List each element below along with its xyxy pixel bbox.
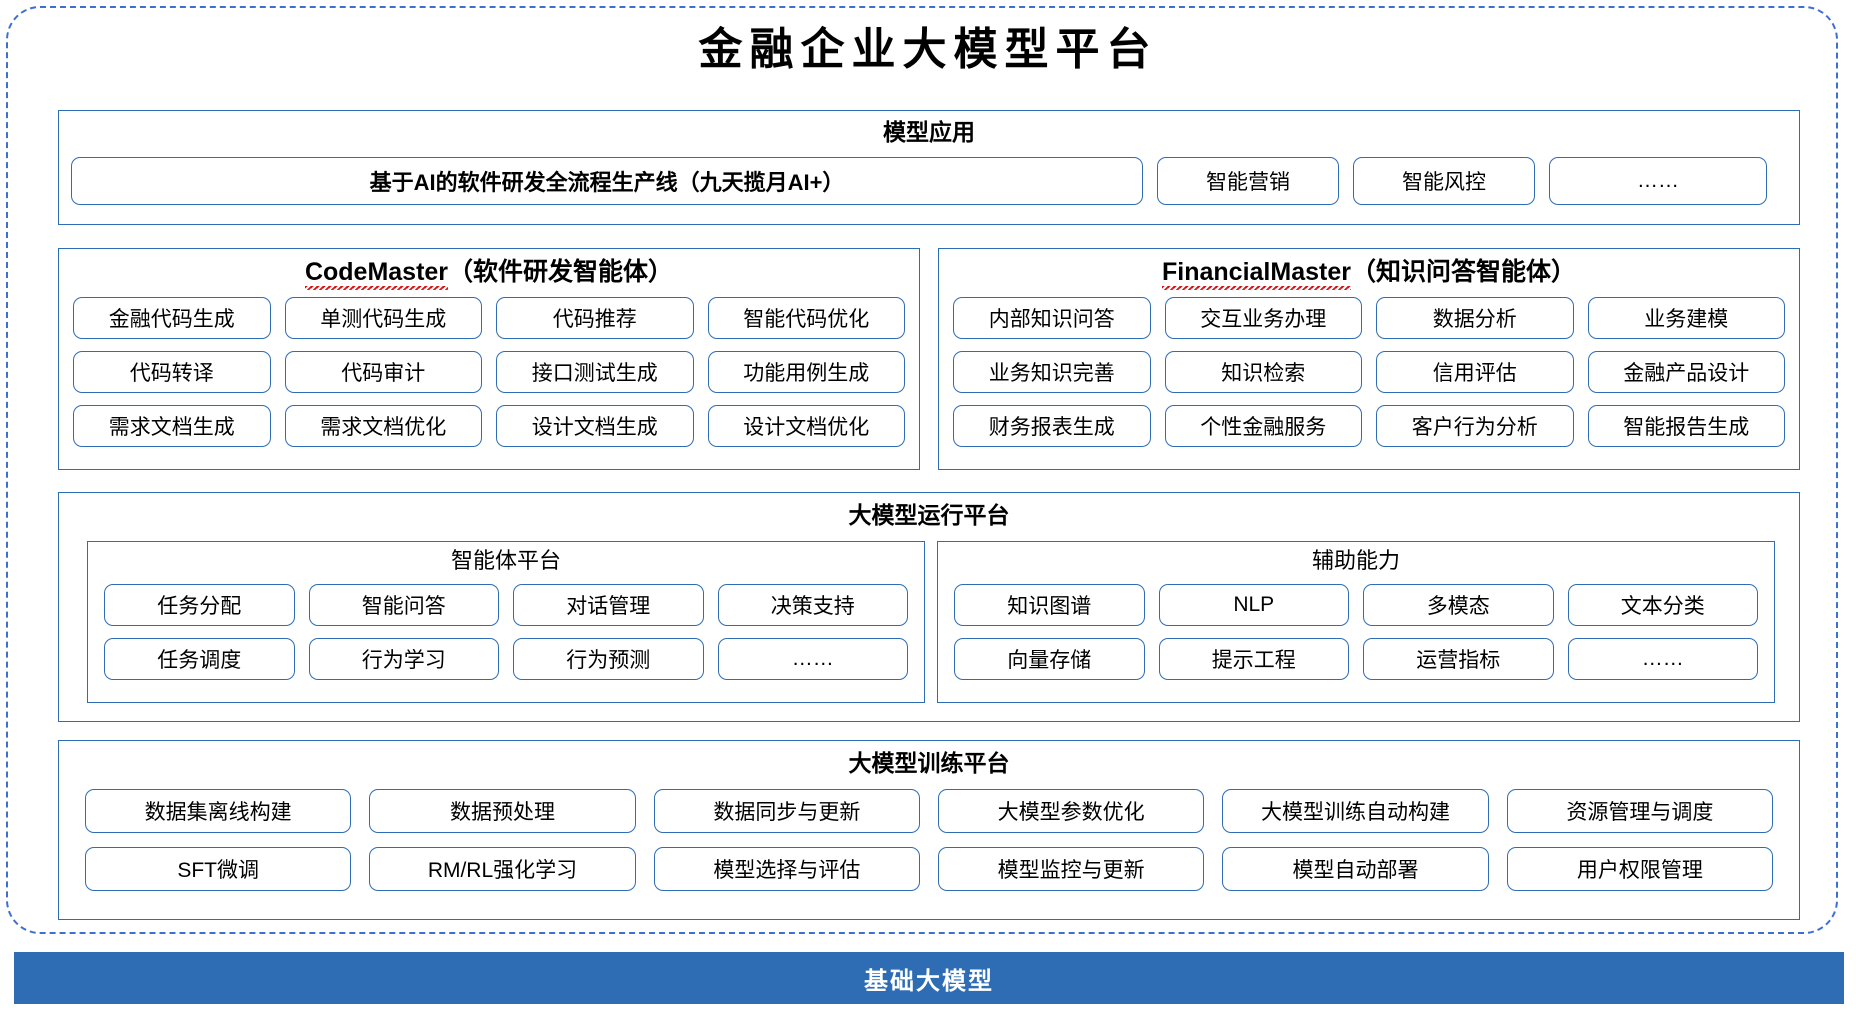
runtime-item[interactable]: NLP	[1158, 584, 1349, 626]
model-application-item-2[interactable]: ……	[1549, 157, 1767, 205]
base-model-bar: 基础大模型	[14, 952, 1844, 1004]
runtime-subpanel-support-capability-items: 知识图谱 NLP 多模态 文本分类 向量存储 提示工程 运营指标 ……	[954, 584, 1758, 680]
training-item[interactable]: SFT微调	[85, 847, 352, 891]
agent-item[interactable]: 知识检索	[1164, 351, 1362, 393]
agent-item[interactable]: 设计文档优化	[707, 405, 905, 447]
runtime-subpanel-support-capability: 辅助能力 知识图谱 NLP 多模态 文本分类 向量存储 提示工程 运营指标 ……	[937, 541, 1775, 703]
model-application-item-1[interactable]: 智能风控	[1353, 157, 1535, 205]
runtime-item[interactable]: 任务分配	[104, 584, 295, 626]
agent-item[interactable]: 设计文档生成	[496, 405, 694, 447]
runtime-item[interactable]: 行为预测	[513, 638, 704, 680]
runtime-platform-panel: 大模型运行平台 智能体平台 任务分配 智能问答 对话管理 决策支持 任务调度 行…	[58, 492, 1800, 722]
agent-item[interactable]: 信用评估	[1376, 351, 1574, 393]
agent-item[interactable]: 交互业务办理	[1164, 297, 1362, 339]
agent-item[interactable]: 代码转译	[73, 351, 271, 393]
training-item[interactable]: 模型选择与评估	[653, 847, 920, 891]
runtime-item[interactable]: 行为学习	[308, 638, 499, 680]
training-item[interactable]: 模型自动部署	[1222, 847, 1489, 891]
agent-item[interactable]: 智能代码优化	[707, 297, 905, 339]
agent-name-cn: （软件研发智能体）	[448, 258, 674, 286]
agent-name-latin: CodeMaster	[304, 255, 449, 290]
runtime-item[interactable]: 文本分类	[1567, 584, 1758, 626]
training-item[interactable]: 模型监控与更新	[938, 847, 1205, 891]
agent-item[interactable]: 代码推荐	[496, 297, 694, 339]
agent-item[interactable]: 个性金融服务	[1164, 405, 1362, 447]
agent-item[interactable]: 数据分析	[1376, 297, 1574, 339]
agent-panel-financialmaster: FinancialMaster（知识问答智能体） 内部知识问答 交互业务办理 数…	[938, 248, 1800, 470]
runtime-item[interactable]: 知识图谱	[954, 584, 1145, 626]
agent-panel-codemaster: CodeMaster（软件研发智能体） 金融代码生成 单测代码生成 代码推荐 智…	[58, 248, 920, 470]
training-platform-panel: 大模型训练平台 数据集离线构建 数据预处理 数据同步与更新 大模型参数优化 大模…	[58, 740, 1800, 920]
runtime-subpanel-support-capability-heading: 辅助能力	[1311, 548, 1400, 573]
training-item[interactable]: 数据同步与更新	[653, 789, 920, 833]
agent-item[interactable]: 代码审计	[284, 351, 482, 393]
base-model-label: 基础大模型	[864, 967, 994, 995]
agent-panel-financialmaster-items: 内部知识问答 交互业务办理 数据分析 业务建模 业务知识完善 知识检索 信用评估…	[953, 297, 1785, 447]
agent-item[interactable]: 内部知识问答	[953, 297, 1151, 339]
runtime-item[interactable]: 运营指标	[1363, 638, 1554, 680]
agent-item[interactable]: 接口测试生成	[496, 351, 694, 393]
agent-panel-codemaster-items: 金融代码生成 单测代码生成 代码推荐 智能代码优化 代码转译 代码审计 接口测试…	[73, 297, 905, 447]
page-title: 金融企业大模型平台	[698, 24, 1158, 75]
runtime-item[interactable]: 多模态	[1363, 584, 1554, 626]
training-platform-items: 数据集离线构建 数据预处理 数据同步与更新 大模型参数优化 大模型训练自动构建 …	[85, 789, 1773, 891]
runtime-subpanel-agent-platform-heading: 智能体平台	[450, 548, 561, 573]
agent-item[interactable]: 需求文档生成	[73, 405, 271, 447]
agent-panel-codemaster-heading: CodeMaster（软件研发智能体）	[59, 255, 919, 290]
agent-item[interactable]: 单测代码生成	[284, 297, 482, 339]
agent-panel-financialmaster-heading: FinancialMaster（知识问答智能体）	[939, 255, 1799, 290]
agent-item[interactable]: 需求文档优化	[284, 405, 482, 447]
model-application-heading: 模型应用	[883, 119, 975, 145]
training-item[interactable]: 数据集离线构建	[85, 789, 352, 833]
model-application-item-0[interactable]: 智能营销	[1157, 157, 1339, 205]
agent-item[interactable]: 业务知识完善	[953, 351, 1151, 393]
training-item[interactable]: 数据预处理	[369, 789, 636, 833]
agent-item[interactable]: 金融产品设计	[1587, 351, 1785, 393]
training-item[interactable]: 用户权限管理	[1506, 847, 1773, 891]
training-platform-heading: 大模型训练平台	[848, 750, 1010, 776]
model-application-panel: 模型应用 基于AI的软件研发全流程生产线（九天揽月AI+） 智能营销 智能风控 …	[58, 110, 1800, 225]
runtime-item[interactable]: ……	[717, 638, 908, 680]
agent-item[interactable]: 智能报告生成	[1587, 405, 1785, 447]
runtime-subpanel-agent-platform-items: 任务分配 智能问答 对话管理 决策支持 任务调度 行为学习 行为预测 ……	[104, 584, 908, 680]
runtime-item[interactable]: 决策支持	[717, 584, 908, 626]
agent-item[interactable]: 客户行为分析	[1376, 405, 1574, 447]
runtime-item[interactable]: 对话管理	[513, 584, 704, 626]
model-application-primary-item[interactable]: 基于AI的软件研发全流程生产线（九天揽月AI+）	[71, 157, 1143, 205]
runtime-platform-heading: 大模型运行平台	[848, 502, 1010, 528]
diagram-outer-frame	[6, 6, 1838, 934]
training-item[interactable]: 大模型参数优化	[938, 789, 1205, 833]
runtime-item[interactable]: 智能问答	[308, 584, 499, 626]
agent-item[interactable]: 财务报表生成	[953, 405, 1151, 447]
runtime-item[interactable]: 任务调度	[104, 638, 295, 680]
agent-item[interactable]: 业务建模	[1587, 297, 1785, 339]
runtime-item[interactable]: 提示工程	[1158, 638, 1349, 680]
training-item[interactable]: RM/RL强化学习	[369, 847, 636, 891]
runtime-subpanel-agent-platform: 智能体平台 任务分配 智能问答 对话管理 决策支持 任务调度 行为学习 行为预测…	[87, 541, 925, 703]
agent-name-cn: （知识问答智能体）	[1350, 258, 1576, 286]
training-item[interactable]: 资源管理与调度	[1506, 789, 1773, 833]
runtime-item[interactable]: 向量存储	[954, 638, 1145, 680]
runtime-item[interactable]: ……	[1567, 638, 1758, 680]
agent-item[interactable]: 功能用例生成	[707, 351, 905, 393]
agent-name-latin: FinancialMaster	[1162, 255, 1351, 290]
agent-item[interactable]: 金融代码生成	[73, 297, 271, 339]
training-item[interactable]: 大模型训练自动构建	[1222, 789, 1489, 833]
